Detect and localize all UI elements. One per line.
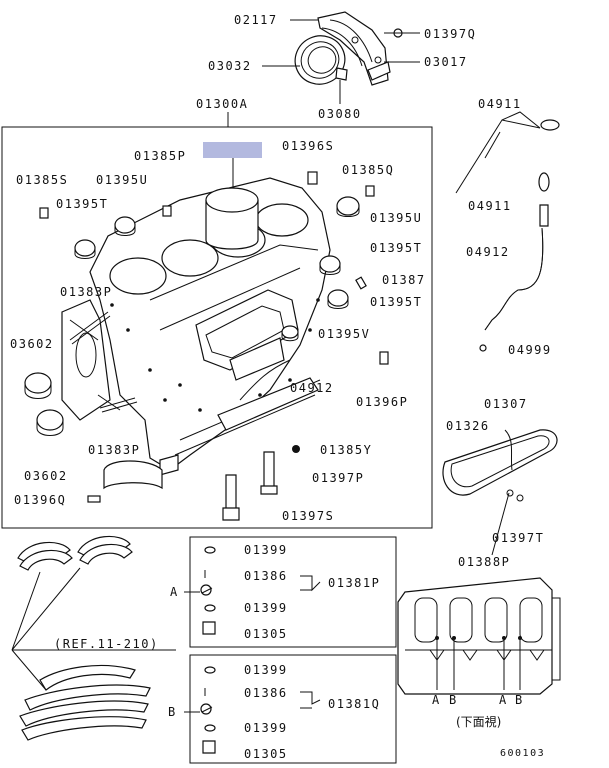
kit-b-item-2: 01386 <box>244 686 288 700</box>
label-01307: 01307 <box>484 397 528 411</box>
oil-pan-gasket <box>442 429 558 502</box>
label-02117: 02117 <box>234 13 278 27</box>
kit-a-item-3: 01399 <box>244 601 288 615</box>
kit-a-frame <box>189 536 397 648</box>
view-marker-b-2: B <box>515 693 524 707</box>
label-03017: 03017 <box>424 55 468 69</box>
bottom-view-illustration <box>397 577 561 695</box>
kit-b-label: 01381Q <box>328 697 380 711</box>
kit-a-item-4: 01305 <box>244 627 288 641</box>
label-04999: 04999 <box>508 343 552 357</box>
dipstick-illustration <box>455 111 560 352</box>
label-01395u: 01395U <box>96 173 148 187</box>
label-01385s: 01385S <box>16 173 68 187</box>
label-01397p: 01397P <box>312 471 364 485</box>
label-04911-mid: 04911 <box>468 199 512 213</box>
bearing-cap <box>103 460 163 490</box>
label-03602-top: 03602 <box>10 337 54 351</box>
label-01395t-left: 01395T <box>56 197 108 211</box>
label-01396s: 01396S <box>282 139 334 153</box>
label-03080: 03080 <box>318 107 362 121</box>
label-04912-block: 04912 <box>290 381 334 395</box>
kit-b-item-3: 01399 <box>244 721 288 735</box>
cap-plugs <box>39 171 389 453</box>
label-01395u-right: 01395U <box>370 211 422 225</box>
bottom-view-caption: (下面視) <box>456 714 501 729</box>
ref-label: (REF.11-210) <box>54 637 159 651</box>
label-03602-bottom: 03602 <box>24 469 68 483</box>
label-01388p: 01388P <box>458 555 510 569</box>
label-01396p: 01396P <box>356 395 408 409</box>
label-04911-top: 04911 <box>478 97 522 111</box>
kit-b-illustration <box>200 666 216 754</box>
label-01397s: 01397S <box>282 509 334 523</box>
kit-a-marker: A <box>170 585 179 599</box>
label-01385p: 01385P <box>134 149 186 163</box>
label-01396q: 01396Q <box>14 493 66 507</box>
kit-a-item-1: 01399 <box>244 543 288 557</box>
view-marker-a-1: A <box>432 693 441 707</box>
label-01397t: 01397T <box>492 531 544 545</box>
bore-highlight <box>203 142 262 158</box>
kit-b-item-4: 01305 <box>244 747 288 761</box>
cylinder-sleeve <box>205 187 259 250</box>
bush-rings <box>24 372 64 436</box>
label-01385q: 01385Q <box>342 163 394 177</box>
label-01300a: 01300A <box>196 97 248 111</box>
kit-a-illustration <box>200 546 216 635</box>
label-04912-right: 04912 <box>466 245 510 259</box>
kit-b-item-1: 01399 <box>244 663 288 677</box>
kit-a-item-2: 01386 <box>244 569 288 583</box>
bearing-shells <box>17 535 151 741</box>
label-01383p-bottom: 01383P <box>88 443 140 457</box>
label-01397q: 01397Q <box>424 27 476 41</box>
label-03032: 03032 <box>208 59 252 73</box>
block-bolts <box>222 451 278 521</box>
label-01385y: 01385Y <box>320 443 372 457</box>
block-assembly-frame <box>1 126 433 529</box>
label-01395t-right-2: 01395T <box>370 295 422 309</box>
view-marker-a-2: A <box>499 693 508 707</box>
oil-seal-case-illustration <box>294 11 403 86</box>
label-01395t-right-1: 01395T <box>370 241 422 255</box>
view-marker-b-1: B <box>449 693 458 707</box>
diagram-code: 600103 <box>500 748 545 759</box>
label-01387: 01387 <box>382 273 426 287</box>
cylinder-block-illustration <box>61 177 331 476</box>
kit-b-frame <box>189 654 397 764</box>
kit-b-marker: B <box>168 705 177 719</box>
kit-a-label: 01381P <box>328 576 380 590</box>
label-01383p-top: 01383P <box>60 285 112 299</box>
label-01326: 01326 <box>446 419 490 433</box>
label-01395v: 01395V <box>318 327 370 341</box>
